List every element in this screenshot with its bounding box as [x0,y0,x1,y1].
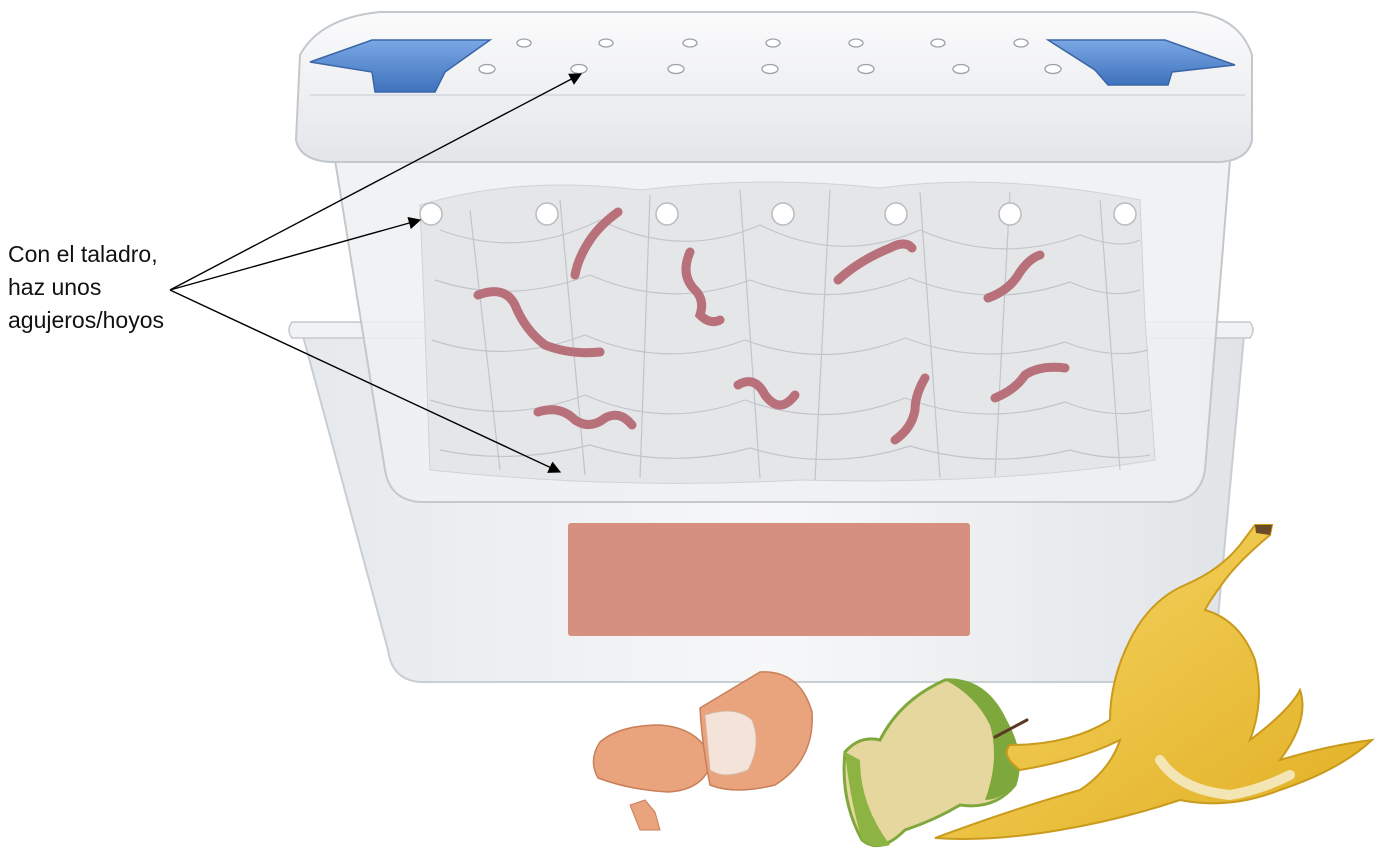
eggshell-icon [593,672,812,830]
lid [296,12,1252,162]
annotation-text: Con el taladro, haz unos agujeros/hoyos [8,238,208,337]
annotation-line: Con el taladro, [8,238,208,271]
annotation-line: agujeros/hoyos [8,304,208,337]
bin-label [568,523,970,636]
annotation-line: haz unos [8,271,208,304]
